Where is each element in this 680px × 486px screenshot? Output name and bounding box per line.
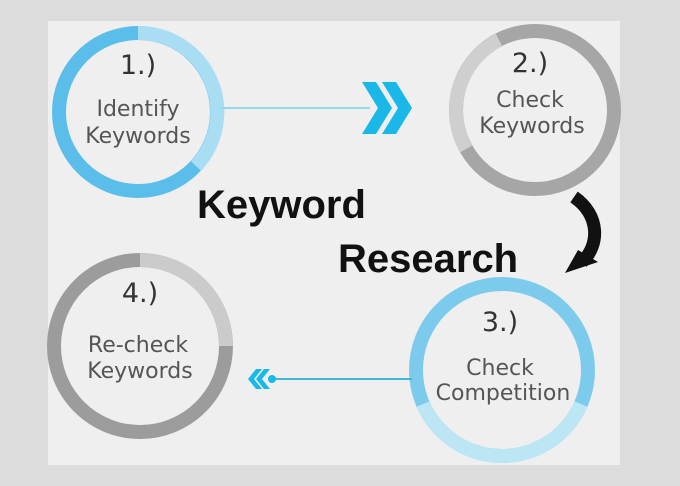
step-3-label-line2: Competition: [436, 381, 571, 406]
step-4: 4.) Re-check Keywords: [47, 253, 233, 439]
step-1-label-line1: Identify: [96, 97, 179, 122]
step-1: 1.) Identify Keywords: [52, 25, 225, 198]
step-1-ring-highlight: [137, 25, 225, 171]
diagram-panel: [48, 21, 620, 465]
step-4-number: 4.): [122, 278, 158, 309]
arrow-left-icon: [248, 369, 412, 389]
title-line2: Research: [338, 237, 518, 281]
step-3-ring-highlight: [416, 401, 588, 464]
curved-arrow-down-icon: [565, 191, 601, 273]
step-4-label-line1: Re-check: [88, 333, 188, 358]
title-line1: Keyword: [197, 183, 366, 227]
step-1-label-line2: Keywords: [85, 124, 190, 149]
step-2-ring-highlight: [448, 33, 503, 153]
step-3-label-line1: Check: [466, 356, 534, 381]
arrow-right-icon: [220, 82, 412, 134]
step-2-label-line1: Check: [496, 88, 564, 113]
step-3: 3.) Check Competition: [409, 277, 595, 464]
step-1-number: 1.): [120, 50, 156, 81]
step-2-number: 2.): [512, 48, 548, 79]
step-2: 2.) Check Keywords: [448, 24, 621, 196]
step-4-ring-highlight: [139, 253, 233, 347]
step-4-label-line2: Keywords: [87, 359, 192, 384]
step-2-label-line2: Keywords: [479, 114, 584, 139]
step-3-number: 3.): [482, 307, 518, 338]
